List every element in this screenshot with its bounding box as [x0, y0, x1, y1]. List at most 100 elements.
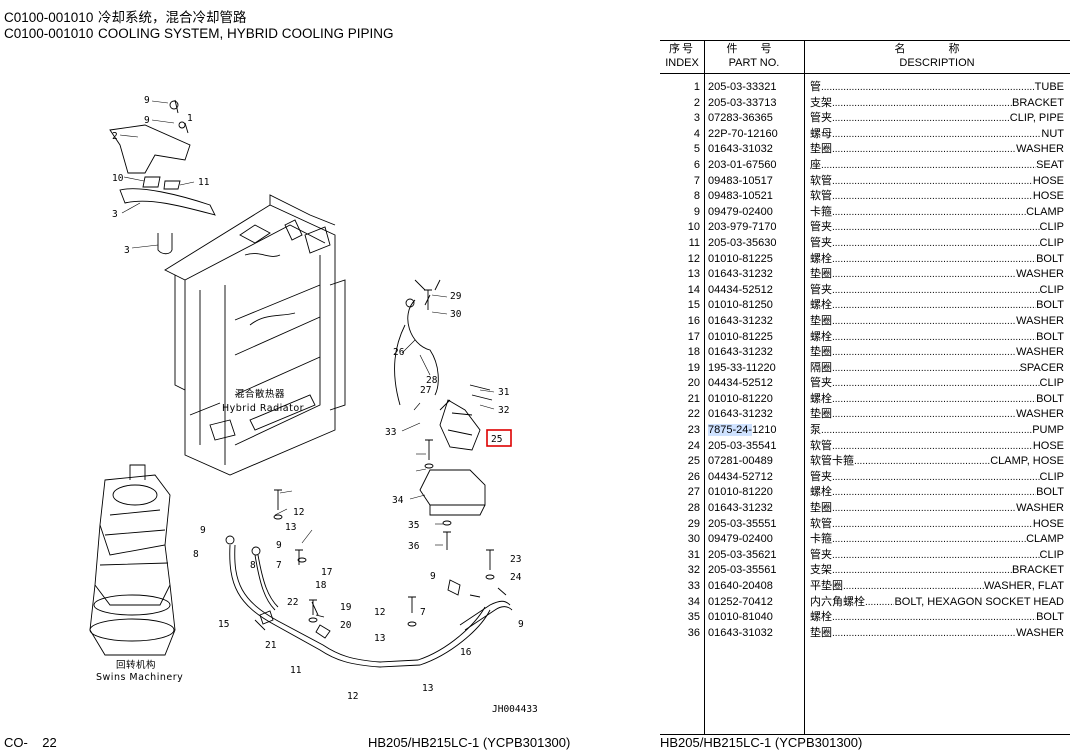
leader-dots — [832, 252, 1036, 268]
row-part-number: 01643-31032 — [708, 626, 773, 639]
row-part-number: 01010-81220 — [708, 486, 773, 499]
row-description: 螺栓BOLT — [810, 485, 1064, 501]
callout-8b: 8 — [250, 560, 256, 571]
row-part-number: 01640-20408 — [708, 580, 773, 592]
row-part-number: 01010-81225 — [708, 252, 773, 265]
header-code: C0100-001010 — [4, 26, 94, 41]
row-description: 管夹CLIP — [810, 470, 1064, 486]
row-description: 垫圈WASHER — [810, 345, 1064, 361]
callout-21: 23 — [510, 554, 521, 565]
row-part-number: 205-03-35561 — [708, 564, 777, 577]
description-zh: 管夹 — [810, 470, 832, 483]
callout-7: 7 — [276, 560, 282, 571]
header-index: 序号 INDEX — [660, 42, 704, 70]
description-en: TUBE — [1034, 81, 1064, 93]
description-en: CLAMP — [1026, 533, 1064, 546]
description-zh: 管夹 — [810, 548, 832, 561]
callout-32: 34 — [392, 495, 404, 506]
leader-dots — [832, 361, 1020, 377]
header-part-en: PART NO. — [728, 57, 780, 69]
row-index: 31 — [687, 548, 700, 561]
callout-11b: 13 — [422, 683, 433, 694]
header-title-zh: 冷却系统，混合冷却管路 — [98, 10, 247, 25]
header-code: C0100-001010 — [4, 10, 94, 25]
row-index: 5 — [693, 143, 700, 156]
part-number-highlight[interactable]: 7875-24- — [708, 424, 753, 437]
row-description: 管夹CLIP — [810, 283, 1064, 299]
description-en: BOLT — [1036, 486, 1064, 499]
callout-numbers: 9 9 2 1 10 11 3 3 29 30 26 28 27 31 32 3… — [112, 95, 524, 702]
description-en: CLIP — [1039, 548, 1064, 561]
callout-34: 36 — [408, 541, 420, 552]
callout-23: 25 — [491, 434, 502, 445]
swing-label-en: Swins Machinery — [96, 672, 183, 683]
callout-20: 22 — [287, 597, 298, 608]
leader-dots — [832, 267, 1016, 283]
leader-dots — [865, 595, 894, 611]
leader-dots — [832, 174, 1033, 190]
swing-machinery-drawing — [89, 464, 176, 656]
callout-28: 30 — [450, 309, 462, 320]
leader-dots — [832, 189, 1033, 205]
description-en: WASHER — [1016, 346, 1064, 359]
description-en: HOSE — [1032, 439, 1064, 452]
leader-dots — [832, 220, 1040, 236]
row-description: 平垫圈WASHER, FLAT — [810, 579, 1064, 595]
description-zh: 垫圈 — [810, 408, 832, 421]
leader-dots — [832, 142, 1016, 158]
leader-dots — [832, 626, 1016, 642]
description-zh: 垫圈 — [810, 268, 832, 281]
description-zh: 软管 — [810, 190, 832, 203]
callout-6: 10 — [112, 173, 124, 184]
row-part-number: 09479-02400 — [708, 533, 773, 546]
description-zh: 支架 — [810, 564, 832, 577]
callout-33: 35 — [408, 520, 419, 531]
description-en: BRACKET — [1012, 96, 1064, 109]
leader-dots — [821, 423, 1032, 439]
leader-dots — [821, 158, 1036, 174]
callout-4: 9 — [144, 95, 150, 106]
description-zh: 垫圈 — [810, 502, 832, 515]
row-index: 7 — [693, 174, 700, 187]
description-zh: 软管卡箍 — [810, 455, 854, 468]
header-desc: 名 称 DESCRIPTION — [804, 42, 1070, 70]
row-description: 管夹CLIP — [810, 220, 1064, 236]
header-desc-en: DESCRIPTION — [899, 57, 975, 69]
row-index: 24 — [687, 439, 700, 452]
table-rows: 1205-03-33321管TUBE2205-03-33713支架BRACKET… — [660, 80, 1070, 641]
description-zh: 卡箍 — [810, 533, 832, 546]
row-description: 螺栓BOLT — [810, 392, 1064, 408]
leader-dots — [832, 532, 1026, 548]
description-zh: 螺栓 — [810, 611, 832, 624]
page-number: CO- 22 — [4, 735, 57, 750]
column-divider — [804, 40, 805, 734]
fasteners-drawing — [273, 289, 495, 627]
row-part-number: 203-01-67560 — [708, 158, 777, 171]
description-zh: 垫圈 — [810, 314, 832, 327]
row-index: 3 — [693, 112, 700, 125]
row-description: 螺栓BOLT — [810, 330, 1064, 346]
header-part-zh: 件 号 — [726, 43, 782, 55]
row-description: 垫圈WASHER — [810, 626, 1064, 642]
row-description: 管夹CLIP, PIPE — [810, 111, 1064, 127]
drawing-number: JH004433 — [492, 704, 538, 715]
row-index: 11 — [688, 236, 700, 249]
row-part-number: 7875-24-1210 — [708, 423, 804, 439]
description-zh: 平垫圈 — [810, 580, 843, 592]
leader-dots — [832, 548, 1040, 564]
radiator-label-en: Hybrid Radiator — [222, 403, 304, 414]
row-part-number: 01643-31232 — [708, 346, 773, 359]
row-part-number: 195-33-11220 — [708, 361, 776, 374]
leader-dots — [832, 330, 1036, 346]
top-bracket-drawing — [109, 99, 216, 255]
row-part-number: 01252-70412 — [708, 595, 773, 608]
leader-dots — [832, 439, 1033, 455]
table-header: 序号 INDEX 件 号 PART NO. 名 称 DESCRIPTION — [660, 40, 1070, 74]
